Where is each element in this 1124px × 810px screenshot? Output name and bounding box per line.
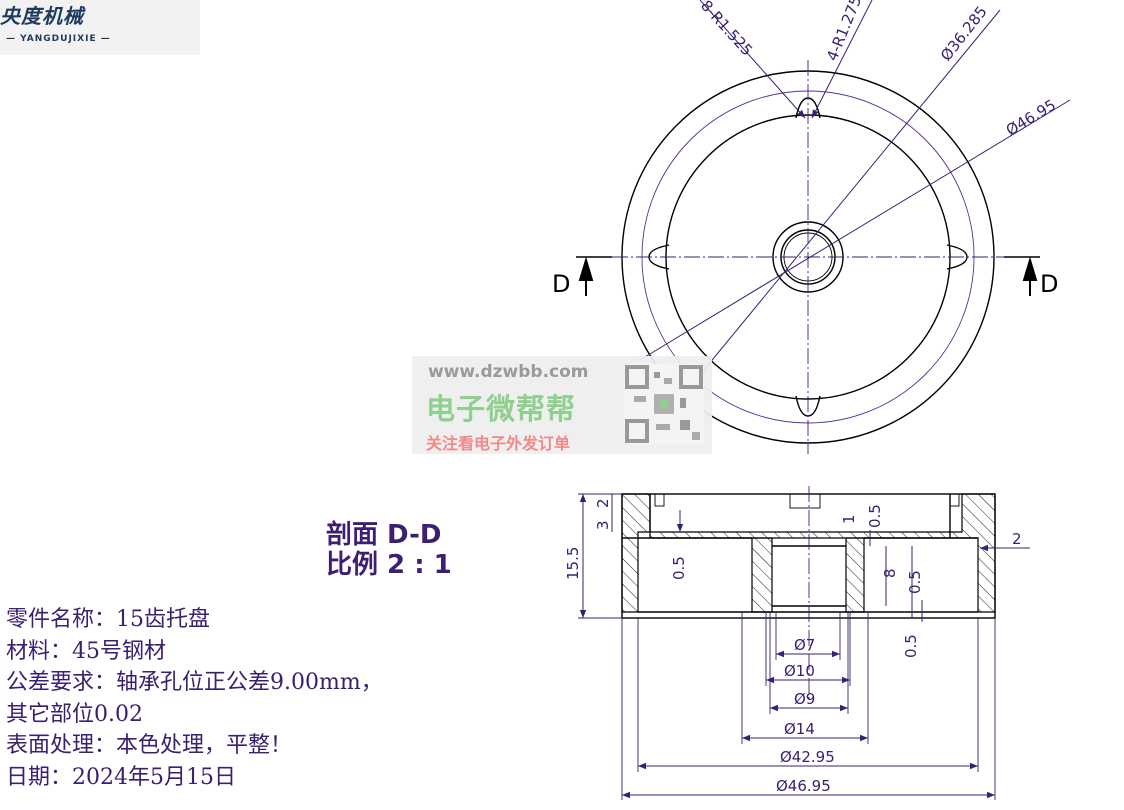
leader-r1525 (699, 0, 806, 119)
company-logo: 央度机械 — YANGDUJIXIE — (0, 0, 200, 55)
logo-subtitle: — YANGDUJIXIE — (6, 34, 111, 44)
section-title: 剖面 D-D 比例 2 : 1 (326, 520, 452, 580)
dim-d10: Ø10 (784, 662, 815, 680)
watermark-slogan: 关注看电子外发订单 (426, 434, 571, 453)
hatch-right-wall (949, 493, 996, 613)
dim-line-d46 (639, 99, 1071, 361)
part-notes: 零件名称：15齿托盘 材料：45号钢材 公差要求：轴承孔位正公差9.00mm， … (6, 604, 383, 793)
dim-side2: 2 (1012, 530, 1022, 548)
note-date: 日期：2024年5月15日 (6, 764, 236, 790)
note-tolerance: 公差要求：轴承孔位正公差9.00mm， (6, 670, 383, 695)
section-arrow-left (578, 256, 594, 296)
dim-v05a: 0.5 (670, 556, 688, 580)
dim-h3: 3 (594, 520, 612, 530)
note-surface: 表面处理：本色处理，平整！ (6, 733, 293, 758)
hatch-hub-right (845, 537, 865, 613)
leader-r1275 (811, 0, 873, 119)
watermark-url: www.dzwbb.com (428, 362, 589, 382)
dim-h155: 15.5 (564, 547, 582, 580)
dim-d36285: Ø36.285 (937, 3, 991, 65)
dim-r1525: 8-R1.525 (697, 0, 756, 59)
note-part-name: 零件名称：15齿托盘 (6, 607, 210, 632)
watermark: www.dzwbb.com 电子微帮帮 关注看电子外发订单 (412, 356, 712, 454)
logo-name: 央度机械 (0, 4, 84, 28)
small-slot-right (949, 493, 960, 507)
dim-v05c: 0.5 (906, 570, 924, 594)
top-slot (789, 493, 821, 509)
section-arrow-right (1022, 256, 1038, 296)
dim-d7: Ø7 (794, 636, 815, 654)
section-title-line1: 剖面 D-D (326, 520, 442, 550)
hatch-top-band (649, 531, 951, 539)
dim-v8: 8 (881, 568, 899, 578)
hatch-hub-left (751, 537, 773, 613)
dim-d4695-top: Ø46.95 (1003, 96, 1059, 140)
dim-d4695: Ø46.95 (776, 777, 831, 795)
watermark-brand: 电子微帮帮 (426, 392, 577, 426)
dim-d14: Ø14 (784, 720, 815, 738)
note-material: 材料：45号钢材 (6, 638, 166, 664)
dim-h2: 2 (594, 498, 612, 508)
dim-v1: 1 (840, 514, 858, 524)
dim-v05d: 0.5 (902, 634, 920, 658)
section-mark-left: D (552, 270, 570, 298)
dim-d9: Ø9 (794, 690, 815, 708)
qr-code-icon (624, 364, 704, 444)
section-outline (621, 493, 996, 619)
small-slot-left (654, 493, 665, 507)
hatch-left-lower (621, 537, 639, 613)
section-view: 15.5 2 3 0.5 1 0.5 8 0.5 0.5 2 Ø7 Ø10 Ø9 (564, 486, 1030, 800)
dim-d4295: Ø42.95 (780, 748, 835, 766)
note-tolerance-other: 其它部位0.02 (6, 701, 143, 727)
hatch-left-wall (621, 493, 651, 539)
section-mark-right: D (1040, 270, 1058, 298)
section-title-line2: 比例 2 : 1 (326, 550, 452, 580)
dim-v05b: 0.5 (866, 504, 884, 528)
